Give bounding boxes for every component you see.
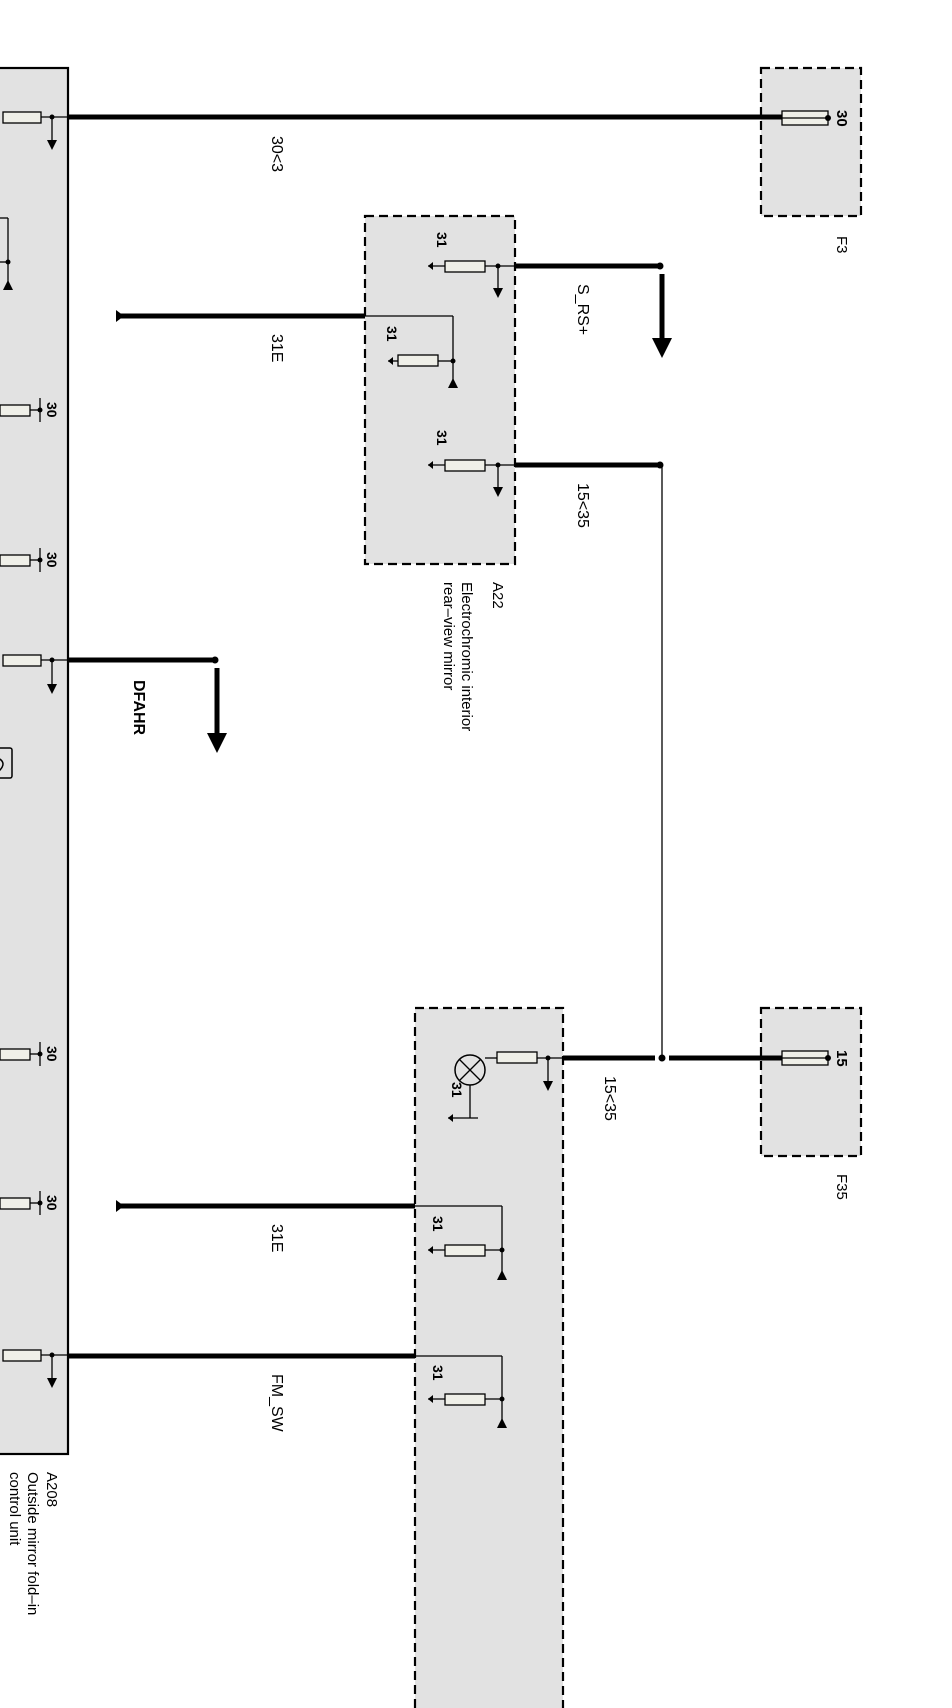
label-a208-name-1: Outside mirror fold–in	[24, 1472, 41, 1615]
label-a208-id: A208	[43, 1472, 60, 1507]
label-a22-id: A22	[489, 582, 506, 609]
label-a22-name-2: rear–view mirror	[440, 582, 457, 690]
label-a208-pin-2: 30	[44, 552, 60, 568]
label-a208-pin-3: 30	[44, 1046, 60, 1062]
label-wire-dfahr: DFAHR	[130, 680, 147, 736]
label-lower-pin-3: 31	[430, 1365, 446, 1381]
label-wire-15-35-bottom: 15<35	[601, 1076, 618, 1121]
label-a208-pin-1: 30	[44, 402, 60, 418]
label-wire-fm-sw: FM_SW	[268, 1374, 285, 1433]
label-a22-pin-2: 31	[384, 326, 400, 342]
label-a22-pin-3: 31	[434, 430, 450, 446]
label-f3-id: F3	[833, 236, 850, 254]
label-wire-15-35-top: 15<35	[574, 483, 591, 528]
label-wire-s-rs: S_RS+	[574, 284, 591, 335]
label-lower-pin-1: 31	[449, 1082, 465, 1098]
label-a22-pin-1: 31	[434, 232, 450, 248]
a22-mirror-box	[363, 214, 517, 566]
label-wire-30-3: 30<3	[268, 136, 285, 172]
label-f3-pin: 30	[833, 110, 850, 127]
lower-component-box	[413, 1006, 565, 1708]
label-f35-id: F35	[833, 1174, 850, 1200]
label-a22-name-1: Electrochromic interior	[458, 582, 475, 731]
label-a208-name-2: control unit	[6, 1472, 23, 1546]
f3-fuse	[759, 66, 863, 218]
wires	[68, 114, 782, 1359]
label-f35-pin: 15	[833, 1050, 850, 1067]
label-wire-31e-bottom: 31E	[268, 1224, 285, 1252]
f35-fuse	[759, 1006, 863, 1158]
labels: 30<3 31E S_RS+ 15<35 DFAHR 15<35 31E FM_…	[6, 110, 850, 1615]
a208-control-unit	[0, 66, 70, 1456]
label-wire-31e-top: 31E	[268, 334, 285, 362]
label-a208-pin-4: 30	[44, 1195, 60, 1211]
label-lower-pin-2: 31	[430, 1216, 446, 1232]
